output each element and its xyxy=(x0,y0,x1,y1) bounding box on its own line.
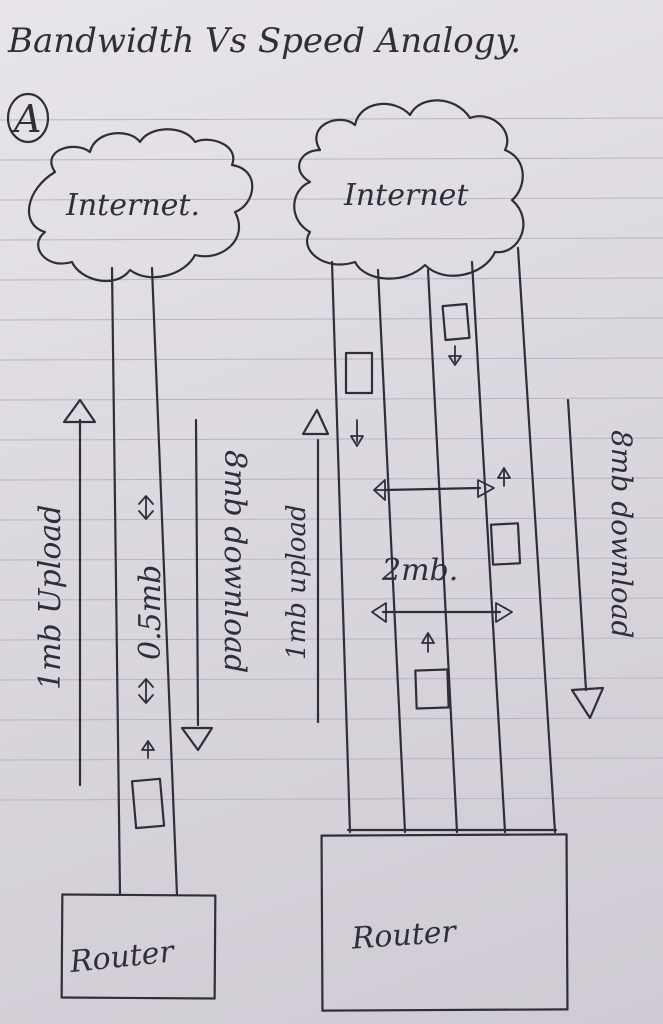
notebook-ruling xyxy=(0,117,663,801)
left-cloud-label: Internet. xyxy=(65,188,200,223)
left-pipe-wall xyxy=(110,266,122,897)
right-pipe-wall xyxy=(330,260,352,834)
right-packet-up-icon xyxy=(489,467,522,566)
left-internet-cloud xyxy=(27,128,254,283)
right-cloud-label: Internet xyxy=(343,178,469,213)
right-lane-divider xyxy=(470,260,507,834)
left-packet-up-icon xyxy=(130,740,166,830)
right-router-label: Router xyxy=(350,914,459,956)
left-download-arrowhead xyxy=(180,726,214,752)
left-download-arrow xyxy=(194,418,200,727)
left-router-box xyxy=(60,893,217,1000)
right-download-arrowhead xyxy=(570,686,605,720)
right-packet-down-icon xyxy=(441,302,471,366)
right-diagram: Internet Router 1mb upload 8mb download … xyxy=(282,99,638,1012)
left-double-arrow-icon xyxy=(138,678,154,704)
right-internet-cloud xyxy=(293,99,525,280)
right-lane-divider xyxy=(426,268,459,834)
right-packet-down-icon xyxy=(344,351,374,447)
right-upload-arrowhead xyxy=(301,408,330,436)
left-double-arrow-icon xyxy=(138,495,154,520)
right-width-arrow-bottom xyxy=(371,602,513,623)
right-width-arrow-top xyxy=(373,479,495,501)
right-router-box xyxy=(320,833,569,1012)
panel-label-text: A xyxy=(11,97,41,141)
right-bandwidth-label: 2mb. xyxy=(381,553,458,588)
right-upload-label: 1mb upload xyxy=(282,504,312,660)
right-packet-up-icon xyxy=(414,632,450,710)
left-upload-arrowhead xyxy=(62,398,97,424)
left-upload-label: 1mb Upload xyxy=(33,504,68,690)
left-diagram: Internet. Router 1mb Upload 8mb download… xyxy=(27,128,254,1000)
left-pipe-wall xyxy=(150,266,179,897)
left-router-label: Router xyxy=(67,934,177,980)
left-download-label: 8mb download xyxy=(217,450,252,673)
panel-label: A xyxy=(6,92,50,144)
right-download-arrow xyxy=(566,398,588,692)
left-speed-label: 0.5mb xyxy=(133,565,168,660)
right-lane-divider xyxy=(376,268,407,834)
right-download-label: 8mb download xyxy=(605,430,638,638)
page-title: Bandwidth Vs Speed Analogy. xyxy=(7,21,521,61)
right-pipe-wall xyxy=(516,246,557,834)
